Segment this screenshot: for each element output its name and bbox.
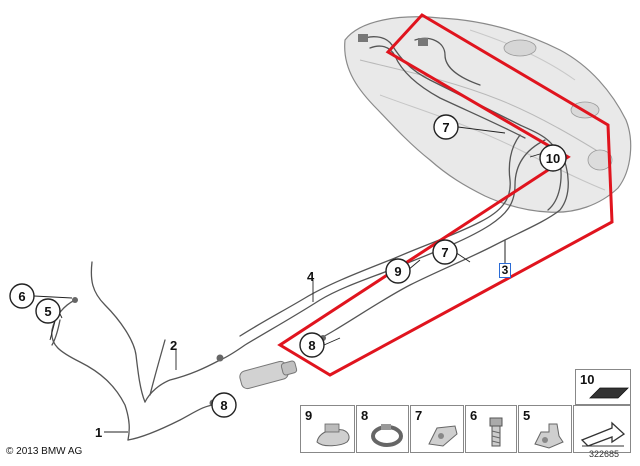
- copyright-text: © 2013 BMW AG: [6, 446, 83, 457]
- highlight-outline: [277, 13, 614, 377]
- legend-item-arrow[interactable]: [573, 405, 631, 453]
- legend-item-10[interactable]: 10: [575, 369, 631, 405]
- arrow-icon: [580, 421, 626, 447]
- callout-7-lower-label: 7: [441, 245, 448, 260]
- callout-7-upper[interactable]: 7: [433, 114, 459, 140]
- callout-8-middle-label: 8: [308, 338, 315, 353]
- legend-5-number: 5: [523, 408, 531, 423]
- fuel-filter: [239, 360, 298, 390]
- legend-item-5[interactable]: 5: [518, 405, 572, 453]
- callout-5[interactable]: 5: [35, 298, 61, 324]
- callout-8-middle[interactable]: 8: [299, 332, 325, 358]
- callout-7-upper-label: 7: [442, 120, 449, 135]
- line-holder-icon: [428, 425, 458, 447]
- callout-9[interactable]: 9: [385, 258, 411, 284]
- legend-6-number: 6: [470, 408, 478, 423]
- legend-item-7[interactable]: 7: [410, 405, 464, 453]
- connector-icon: [418, 38, 428, 46]
- legend-item-9[interactable]: 9: [300, 405, 355, 453]
- callout-10-label: 10: [546, 151, 560, 166]
- legend-item-6[interactable]: 6: [465, 405, 517, 453]
- callout-8-lower-label: 8: [220, 398, 227, 413]
- insulation-pad-icon: [589, 387, 629, 399]
- main-fuel-lines: [51, 134, 569, 441]
- legend-8-number: 8: [361, 408, 369, 423]
- legend-10-number: 10: [580, 372, 595, 387]
- callout-7-lower[interactable]: 7: [432, 239, 458, 265]
- callout-6[interactable]: 6: [9, 283, 35, 309]
- connector-icon: [358, 34, 368, 42]
- callout-6-label: 6: [18, 289, 25, 304]
- line-connectors: [72, 297, 326, 407]
- legend-9-number: 9: [305, 408, 313, 423]
- callout-8-lower[interactable]: 8: [211, 392, 237, 418]
- screw-icon: [489, 417, 503, 447]
- callout-10[interactable]: 10: [539, 144, 567, 172]
- double-clip-icon: [534, 423, 564, 449]
- diagram-part-number: 322685: [589, 449, 620, 459]
- label-2[interactable]: 2: [170, 338, 177, 353]
- clip-bracket-icon: [316, 423, 350, 447]
- legend-7-number: 7: [415, 408, 423, 423]
- label-4[interactable]: 4: [307, 269, 315, 284]
- label-3-selected[interactable]: 3: [499, 263, 511, 278]
- label-1[interactable]: 1: [95, 425, 102, 440]
- callout-5-label: 5: [44, 304, 51, 319]
- legend-item-8[interactable]: 8: [356, 405, 409, 453]
- callout-9-label: 9: [394, 264, 401, 279]
- hose-clamp-icon: [371, 424, 403, 447]
